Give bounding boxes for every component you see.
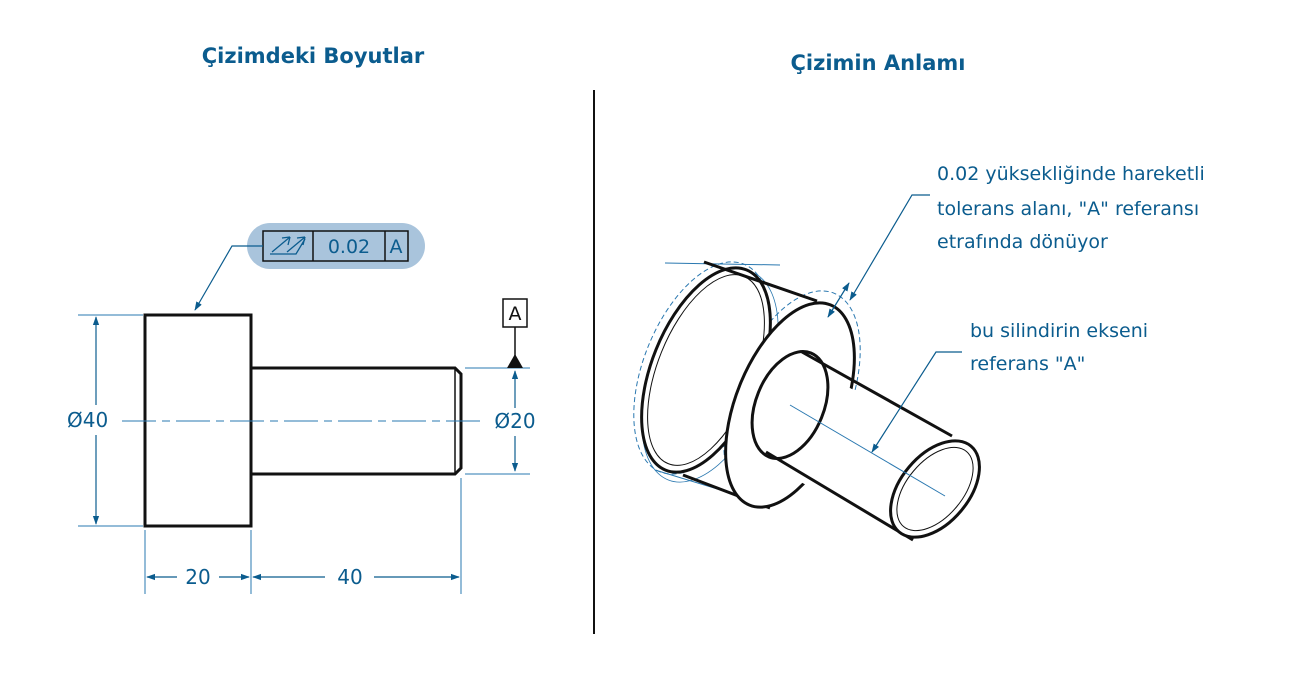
datum-reference: A xyxy=(390,236,403,258)
diameter-20-label: Ø20 xyxy=(494,409,535,433)
diameter-40-dimension xyxy=(78,314,143,527)
frame-highlight xyxy=(247,223,425,269)
part-side-view xyxy=(122,313,480,528)
datum-a-symbol xyxy=(502,298,528,368)
left-panel-title: Çizimdeki Boyutlar xyxy=(202,44,425,68)
datum-axis-line xyxy=(789,404,946,497)
part-isometric-view xyxy=(633,260,981,542)
tolerance-note-line-2: tolerans alanı, "A" referansı xyxy=(937,198,1199,220)
axis-note-leader xyxy=(871,351,962,453)
tolerance-note-line-3: etrafında dönüyor xyxy=(937,231,1108,253)
tolerance-note-leader xyxy=(827,194,930,318)
tolerance-note-line-1: 0.02 yüksekliğinde hareketli xyxy=(937,163,1205,185)
length-40-label: 40 xyxy=(337,565,362,589)
shaft-end-chamfer xyxy=(896,446,974,532)
axis-note-line-1: bu silindirin ekseni xyxy=(970,320,1148,342)
diameter-40-label: Ø40 xyxy=(67,408,108,432)
datum-a-label: A xyxy=(509,303,522,325)
axis-note-line-2: referans "A" xyxy=(970,353,1085,375)
tolerance-value: 0.02 xyxy=(328,236,370,258)
shaft-end-face xyxy=(889,439,981,539)
feature-control-frame: 0.02 A xyxy=(194,223,425,311)
total-runout-icon xyxy=(270,236,306,255)
length-dimensions xyxy=(144,478,462,594)
right-panel-title: Çizimin Anlamı xyxy=(790,51,965,75)
length-20-label: 20 xyxy=(185,565,210,589)
